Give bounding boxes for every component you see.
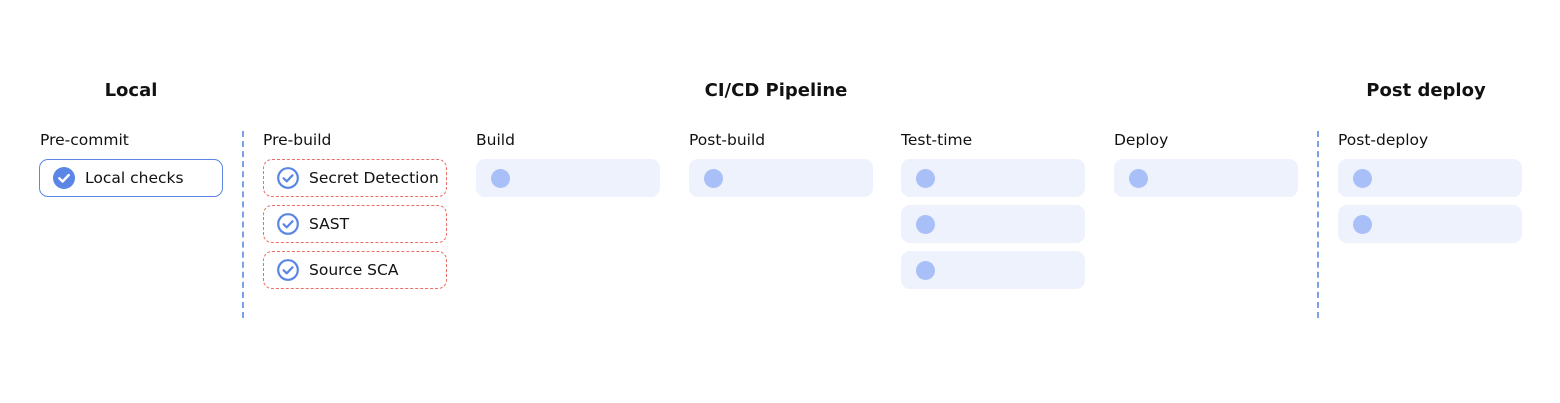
post-build-placeholder-step <box>689 159 873 197</box>
secret-detection-step: Secret Detection <box>263 159 447 197</box>
column-label-post-deploy: Post-deploy <box>1338 131 1429 149</box>
source-sca-label: Source SCA <box>309 261 399 279</box>
column-label-test-time: Test-time <box>901 131 973 149</box>
test-time-placeholder-step <box>901 159 1085 197</box>
test-time-placeholder-step <box>901 251 1085 289</box>
post-deploy-placeholder-step <box>1338 159 1522 197</box>
test-time-placeholder-step <box>901 205 1085 243</box>
local-checks-label: Local checks <box>85 169 184 187</box>
deploy-placeholder-step <box>1114 159 1298 197</box>
section-title-local: Local <box>104 80 158 101</box>
secret-detection-label: Secret Detection <box>309 169 439 187</box>
dot-icon <box>916 168 935 188</box>
local-checks-step: Local checks <box>39 159 223 197</box>
divider-local-cicd <box>242 131 244 318</box>
sast-label: SAST <box>309 215 350 233</box>
check-circle-outline-icon <box>277 213 299 235</box>
source-sca-step: Source SCA <box>263 251 447 289</box>
dot-icon <box>704 168 723 188</box>
divider-cicd-post-deploy <box>1317 131 1319 318</box>
dot-icon <box>1353 214 1372 234</box>
column-label-build: Build <box>476 131 515 149</box>
post-deploy-placeholder-step <box>1338 205 1522 243</box>
sast-step: SAST <box>263 205 447 243</box>
dot-icon <box>916 260 935 280</box>
check-circle-filled-icon <box>53 167 75 189</box>
column-label-deploy: Deploy <box>1114 131 1169 149</box>
check-circle-outline-icon <box>277 259 299 281</box>
dot-icon <box>1353 168 1372 188</box>
check-circle-outline-icon <box>277 167 299 189</box>
dot-icon <box>491 168 510 188</box>
section-title-post-deploy: Post deploy <box>1366 80 1486 101</box>
section-title-cicd: CI/CD Pipeline <box>704 80 848 101</box>
column-label-pre-commit: Pre-commit <box>40 131 129 149</box>
build-placeholder-step <box>476 159 660 197</box>
column-label-post-build: Post-build <box>689 131 766 149</box>
column-label-pre-build: Pre-build <box>263 131 332 149</box>
dot-icon <box>916 214 935 234</box>
dot-icon <box>1129 168 1148 188</box>
